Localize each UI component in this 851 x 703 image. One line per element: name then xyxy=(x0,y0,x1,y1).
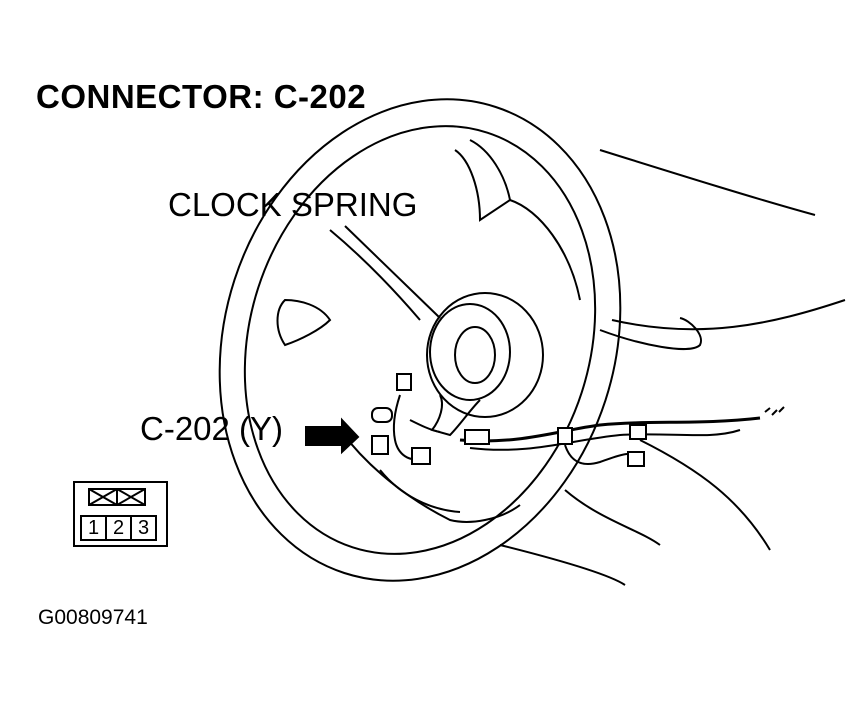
clock-spring-flat-cable xyxy=(430,394,481,437)
spoke-upper xyxy=(329,229,421,321)
knee-panel xyxy=(564,489,661,546)
floor-line xyxy=(499,544,626,586)
connector-pin-row: 1 2 3 xyxy=(80,515,157,541)
connector-pin: 2 xyxy=(105,515,132,541)
connector-cylinder xyxy=(371,407,393,423)
spoke-lower-inner xyxy=(379,469,461,513)
connector-c202-label: C-202 (Y) xyxy=(140,410,284,447)
connector-upper xyxy=(396,373,412,391)
diagram-title: CONNECTOR: C-202 xyxy=(36,78,367,115)
connector-right-2 xyxy=(629,424,647,440)
connector-right-1 xyxy=(557,427,573,445)
dashboard-top-line xyxy=(599,149,816,216)
clock-spring-inner xyxy=(429,303,511,401)
connector-pin: 3 xyxy=(130,515,157,541)
figure-id: G00809741 xyxy=(38,606,148,629)
clock-spring-hub xyxy=(454,326,496,384)
wheel-inner-rim xyxy=(243,125,597,555)
harness-branch-a xyxy=(469,429,741,451)
clock-spring-outer xyxy=(426,292,544,418)
connector-pin: 1 xyxy=(80,515,107,541)
c202-pointer-arrow xyxy=(305,417,360,455)
clock-spring-leader xyxy=(344,225,441,319)
wheel-outer-rim xyxy=(218,98,622,582)
connector-c202-body xyxy=(371,435,389,455)
spoke-right-upper xyxy=(509,199,581,301)
spoke-left-cutout xyxy=(454,139,512,222)
harness-main xyxy=(459,416,761,443)
connector-lower xyxy=(411,447,431,465)
connector-face-view: 1 2 3 xyxy=(73,481,168,547)
blank-cavity-icon xyxy=(88,488,118,506)
connector-right-3 xyxy=(627,451,645,467)
spoke-lower xyxy=(339,429,521,523)
c202-wire-2 xyxy=(409,419,441,433)
column-cover xyxy=(599,317,702,351)
connector-mid xyxy=(464,429,490,445)
column-lower-line xyxy=(639,439,771,551)
harness-end-marks xyxy=(764,406,785,416)
dashboard-lower-line xyxy=(611,299,846,331)
blank-cavity-icon xyxy=(116,488,146,506)
spoke-left xyxy=(276,298,332,347)
